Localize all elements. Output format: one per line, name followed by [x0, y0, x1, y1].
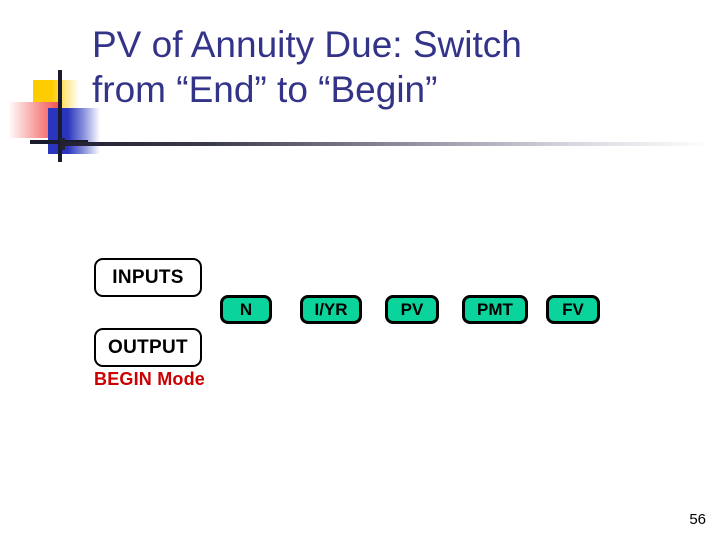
calculator-cell-pmt[interactable]: PMT	[462, 295, 528, 324]
page-title: PV of Annuity Due: Switch from “End” to …	[92, 22, 652, 112]
calculator-cell-iyr[interactable]: I/YR	[300, 295, 362, 324]
title-divider-cap	[60, 138, 65, 150]
output-row-label: OUTPUT	[94, 328, 202, 367]
begin-mode-note: BEGIN Mode	[94, 369, 206, 389]
page-title-line-2: from “End” to “Begin”	[92, 69, 438, 110]
calculator-cell-n[interactable]: N	[220, 295, 272, 324]
calculator-cell-pv[interactable]: PV	[385, 295, 439, 324]
page-number: 56	[689, 511, 706, 528]
title-divider	[64, 142, 712, 146]
calculator-cell-fv[interactable]: FV	[546, 295, 600, 324]
page-title-line-1: PV of Annuity Due: Switch	[92, 24, 522, 65]
inputs-row-label: INPUTS	[94, 258, 202, 297]
